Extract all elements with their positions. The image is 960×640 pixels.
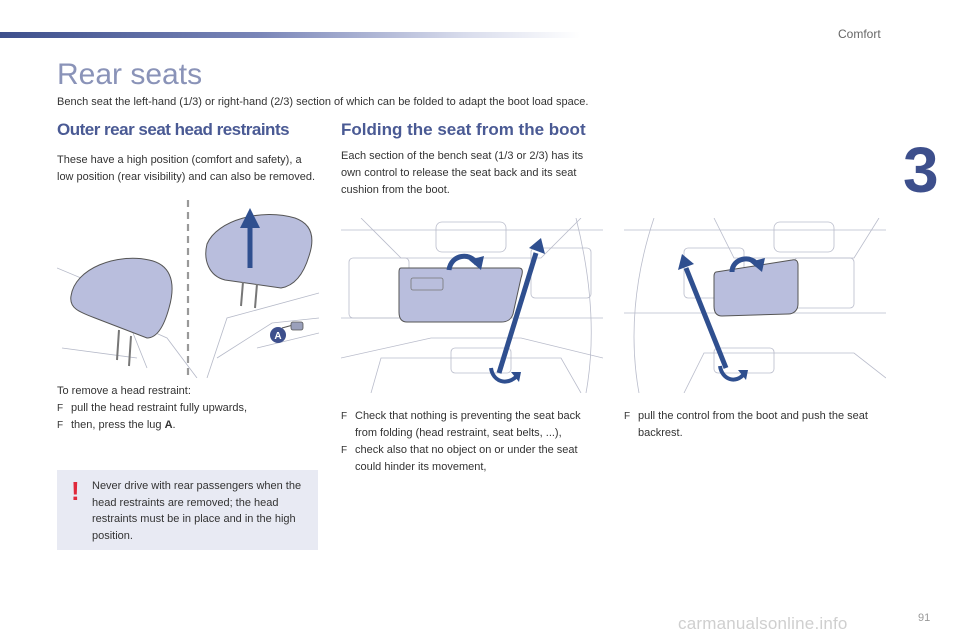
step-text: pull the control from the boot and push … [638, 410, 868, 439]
folding-steps-left: F Check that nothing is preventing the s… [341, 408, 603, 476]
procedure-step: F pull the head restraint fully upwards, [57, 400, 319, 417]
curved-arrow-icon [729, 256, 765, 273]
step-bullet: F [624, 411, 631, 422]
page-number: 91 [918, 612, 931, 624]
page-intro: Bench seat the left-hand (1/3) or right-… [57, 96, 589, 108]
step-bullet: F [341, 411, 348, 422]
pull-arrow-icon [496, 238, 545, 374]
step-text: check also that no object on or under th… [355, 444, 578, 473]
head-restraint-illustration: A [57, 200, 319, 378]
figure-label-a: A [274, 331, 281, 342]
bottom-curved-arrow-icon [718, 365, 748, 382]
step-text: then, press the lug A. [71, 419, 176, 431]
curved-arrow-icon [446, 253, 484, 271]
procedure-step: F then, press the lug A. [57, 417, 319, 434]
head-restraint-right-shape [205, 214, 313, 289]
page-title: Rear seats [57, 58, 203, 91]
bottom-curved-arrow-icon [489, 367, 521, 384]
header-gradient-bar [0, 32, 580, 38]
head-restraint-left-shape [70, 257, 173, 339]
boot-fold-left-illustration [341, 218, 603, 393]
procedure-step: F pull the control from the boot and pus… [624, 408, 886, 442]
warning-text: Never drive with rear passengers when th… [92, 480, 302, 542]
step-bullet: F [341, 445, 348, 456]
step-bullet: F [57, 420, 64, 431]
remove-procedure: To remove a head restraint: F pull the h… [57, 383, 319, 434]
watermark: carmanualsonline.info [678, 614, 848, 633]
head-restraints-heading: Outer rear seat head restraints [57, 120, 290, 139]
arrow-up-icon [240, 208, 260, 268]
head-restraints-description: These have a high position (comfort and … [57, 154, 316, 183]
pull-arrow-icon [678, 254, 729, 369]
folding-section: Folding the seat from the boot Each sect… [341, 120, 603, 199]
lug-indicator: A [270, 321, 304, 343]
seat-back-shape [713, 259, 799, 317]
head-restraints-section: Outer rear seat head restraints These ha… [57, 120, 319, 186]
folding-description: Each section of the bench seat (1/3 or 2… [341, 150, 584, 196]
chapter-number: 3 [903, 134, 939, 206]
folding-heading: Folding the seat from the boot [341, 120, 586, 139]
seat-back-shape [398, 267, 523, 323]
step-text: pull the head restraint fully upwards, [71, 402, 248, 414]
procedure-step: F check also that no object on or under … [341, 442, 603, 476]
step-text: Check that nothing is preventing the sea… [355, 410, 581, 439]
boot-fold-right-illustration [624, 218, 886, 393]
step-bullet: F [57, 403, 64, 414]
section-label: Comfort [838, 27, 881, 41]
exclamation-mark-icon: ! [71, 476, 80, 506]
folding-steps-right: F pull the control from the boot and pus… [624, 408, 886, 442]
procedure-intro: To remove a head restraint: [57, 385, 191, 397]
warning-box: ! Never drive with rear passengers when … [57, 470, 318, 550]
procedure-step: F Check that nothing is preventing the s… [341, 408, 603, 442]
